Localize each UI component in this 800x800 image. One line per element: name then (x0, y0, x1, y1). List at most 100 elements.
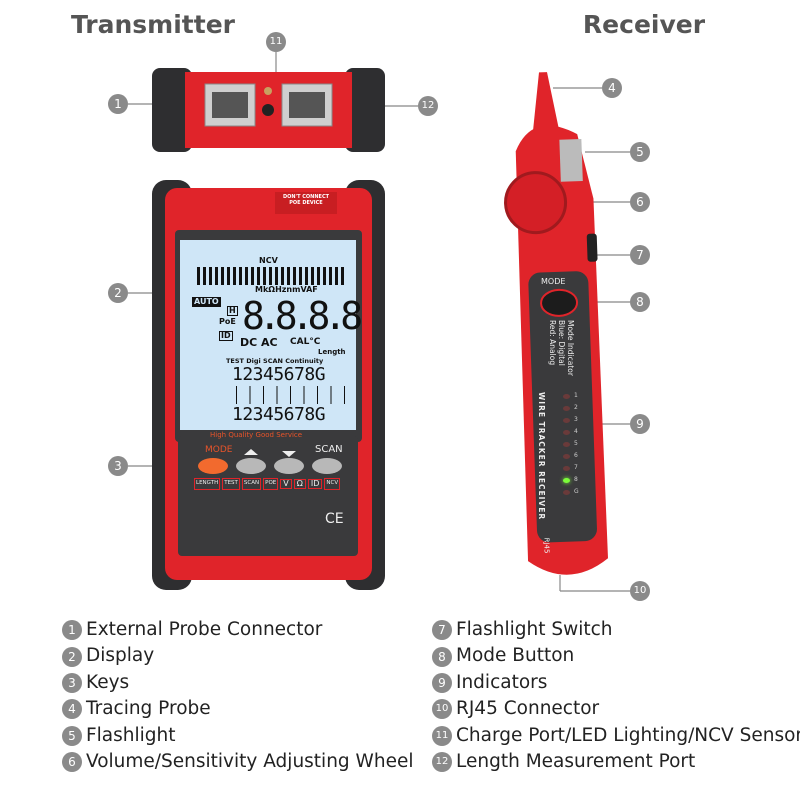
callout-4: 4 (602, 78, 622, 98)
legend-number: 5 (62, 725, 82, 746)
legend-number: 9 (432, 673, 452, 694)
mode-indicator-legend: Mode Indicator Blue: Digital Red: Analog (548, 320, 575, 376)
transmitter-top-view (152, 68, 385, 152)
mode-indicator-line: Red: Analog (548, 320, 557, 366)
led-row: 8 (563, 476, 579, 484)
legend-text: Tracing Probe (86, 698, 211, 720)
callout-6: 6 (630, 192, 650, 212)
receiver-label: WIRE TRACKER RECEIVER (537, 392, 546, 521)
led-row: 4 (563, 428, 579, 436)
led-row: 7 (563, 464, 579, 472)
transmitter-title: Transmitter (71, 10, 235, 39)
legend-text: Mode Button (456, 645, 575, 667)
receiver-title: Receiver (582, 10, 706, 39)
legend-number: 1 (62, 620, 82, 641)
function-label: SCAN (241, 478, 262, 490)
lcd-cal: CAL°C (290, 337, 321, 347)
lcd-auto: AUTO (192, 297, 221, 307)
legend-number: 7 (432, 620, 452, 641)
lcd-bargraph (197, 267, 345, 285)
function-labels: LENGTH TEST SCAN POE V Ω ID NCV (194, 478, 341, 490)
led-indicator (563, 441, 570, 447)
adjust-wheel[interactable] (504, 171, 568, 235)
ce-mark: CE (325, 511, 344, 527)
led-indicator (563, 489, 570, 495)
function-label: POE (263, 478, 279, 490)
receiver-body (504, 72, 608, 575)
legend-text: RJ45 Connector (456, 698, 600, 720)
legend-text: Flashlight (86, 724, 176, 746)
led-number: 3 (574, 416, 578, 423)
lcd-length: Length (318, 348, 346, 356)
mode-indicator-line: Blue: Digital (557, 320, 566, 366)
callout-12: 12 (418, 96, 438, 116)
scan-key[interactable] (312, 458, 342, 474)
led-indicator (563, 405, 570, 411)
flashlight-switch[interactable] (586, 233, 598, 262)
led-number: 5 (574, 440, 578, 447)
callout-7: 7 (630, 245, 650, 265)
charge-port (262, 104, 274, 116)
legend-number: 6 (62, 752, 82, 773)
lcd-dcac: DC AC (240, 336, 278, 349)
lcd-id: ID (219, 331, 233, 341)
scan-key-label: SCAN (315, 444, 343, 455)
up-key[interactable] (236, 458, 266, 474)
callout-11: 11 (266, 32, 286, 52)
led-number: 6 (574, 452, 578, 459)
callout-10: 10 (630, 581, 650, 601)
led-indicator (563, 477, 570, 483)
legend-number: 4 (62, 699, 82, 720)
legend-text: Charge Port/LED Lighting/NCV Sensor (456, 724, 800, 746)
function-label: LENGTH (194, 478, 221, 490)
rj45-label: RJ45 (542, 537, 551, 554)
callout-3: 3 (108, 456, 128, 476)
led-row: 2 (563, 404, 579, 412)
led-row: 6 (563, 452, 579, 460)
function-label: TEST (222, 478, 240, 490)
legend-text: Indicators (456, 671, 548, 693)
receiver-mode-label: MODE (541, 277, 566, 286)
function-label: ID (307, 478, 323, 489)
legend-number: 8 (432, 646, 452, 667)
lcd-digits: 8.8.8.8 (242, 294, 363, 338)
callout-5: 5 (630, 142, 650, 162)
led-number: 1 (574, 392, 578, 399)
callout-2: 2 (108, 283, 128, 303)
function-label: V (280, 478, 292, 489)
lcd-pins-bottom: 12345678G (232, 404, 326, 425)
down-key[interactable] (274, 458, 304, 474)
lcd-modes: TEST Digi SCAN Continuity (226, 357, 324, 365)
legend-number: 12 (432, 752, 452, 773)
legend-number: 3 (62, 673, 82, 694)
mode-key[interactable] (198, 458, 228, 474)
lcd-wire-map (236, 386, 346, 404)
lcd-units: MkΩHznmVAF (255, 285, 318, 294)
function-label: Ω (293, 478, 306, 489)
led-indicator (563, 453, 570, 459)
slogan: High Quality Good Service (210, 431, 303, 439)
lcd-pins-top: 12345678G (232, 364, 326, 385)
transmitter-body (152, 180, 385, 590)
legend-text: Keys (86, 671, 130, 693)
warning-label: DON'T CONNECT POE DEVICE (282, 194, 330, 206)
function-label: NCV (324, 478, 341, 490)
led-row: 5 (563, 440, 579, 448)
legend-text: External Probe Connector (86, 619, 323, 640)
led-row: 1 (563, 392, 579, 400)
receiver-mode-button[interactable] (540, 288, 579, 317)
led-indicator (563, 429, 570, 435)
legend-text: Length Measurement Port (456, 751, 696, 773)
led-indicator (563, 465, 570, 471)
flashlight (559, 138, 583, 182)
